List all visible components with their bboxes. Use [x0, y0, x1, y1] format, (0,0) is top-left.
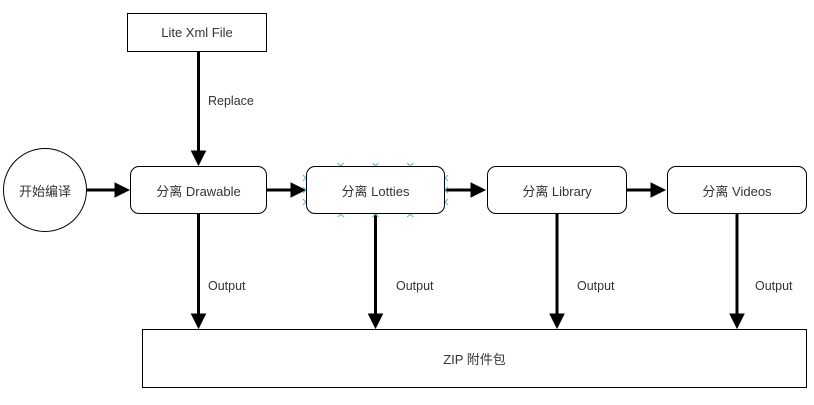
node-separate-library[interactable]: 分离 Library: [487, 166, 627, 214]
node-zip-package[interactable]: ZIP 附件包: [142, 329, 807, 388]
node-lite-xml-file[interactable]: Lite Xml File: [127, 13, 267, 52]
edge-replace[interactable]: [190, 52, 207, 167]
edge-start-to-drawable[interactable]: [87, 182, 131, 198]
edge-label-output-library: Output: [575, 279, 617, 293]
edge-videos-output[interactable]: [729, 214, 745, 330]
arrowhead-icon: [190, 313, 207, 330]
arrowhead-icon: [114, 182, 131, 198]
edge-label-replace: Replace: [206, 94, 256, 108]
arrowhead-icon: [470, 182, 487, 198]
node-start[interactable]: 开始编译: [3, 148, 87, 232]
node-separate-drawable[interactable]: 分离 Drawable: [130, 166, 267, 214]
arrowhead-icon: [549, 313, 565, 330]
node-separate-library-label: 分离 Library: [522, 183, 592, 199]
edge-library-output[interactable]: [549, 214, 565, 330]
node-separate-videos[interactable]: 分离 Videos: [667, 166, 807, 214]
arrowhead-icon: [367, 313, 384, 330]
node-lite-xml-file-label: Lite Xml File: [161, 25, 233, 40]
edge-label-output-lotties: Output: [394, 279, 436, 293]
edge-library-to-videos[interactable]: [627, 182, 667, 198]
arrowhead-icon: [290, 182, 307, 198]
arrowhead-icon: [650, 182, 667, 198]
node-separate-lotties-label: 分离 Lotties: [341, 183, 410, 199]
node-separate-lotties[interactable]: 分离 Lotties: [306, 166, 445, 214]
node-zip-package-label: ZIP 附件包: [443, 352, 506, 367]
edge-lotties-output[interactable]: [367, 214, 384, 330]
edge-drawable-output[interactable]: [190, 214, 207, 330]
edge-lotties-to-library[interactable]: [445, 182, 487, 198]
node-separate-videos-label: 分离 Videos: [702, 183, 772, 199]
edge-label-output-drawable: Output: [206, 279, 248, 293]
edge-drawable-to-lotties[interactable]: [267, 182, 307, 198]
edge-label-output-videos: Output: [753, 279, 795, 293]
arrowhead-icon: [729, 313, 745, 330]
node-separate-drawable-label: 分离 Drawable: [156, 183, 241, 199]
arrowhead-icon: [190, 150, 207, 167]
node-start-label: 开始编译: [18, 183, 71, 199]
